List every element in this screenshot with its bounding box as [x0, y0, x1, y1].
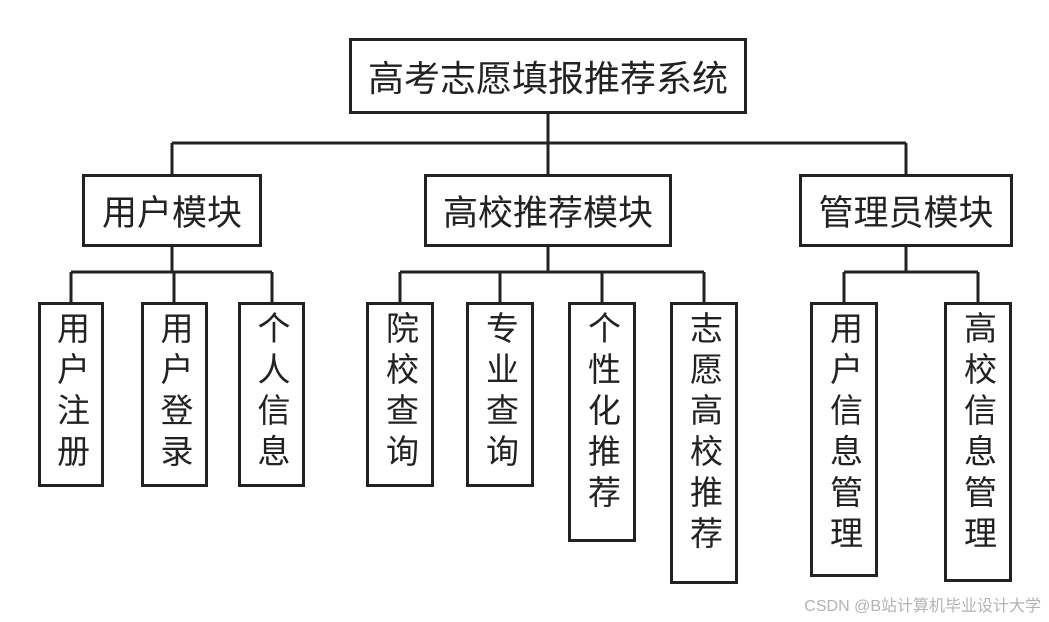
leaf-volunteer-college-recommend: 志愿高校推荐	[670, 302, 738, 584]
leaf-user-register-label: 用户注册	[51, 311, 91, 475]
leaf-personal-info: 个人信息	[238, 302, 305, 487]
root-node: 高考志愿填报推荐系统	[349, 38, 747, 114]
leaf-user-login: 用户登录	[141, 302, 208, 487]
leaf-college-info-manage: 高校信息管理	[944, 302, 1012, 582]
leaf-user-login-label: 用户登录	[155, 311, 194, 475]
leaf-volunteer-college-recommend-label: 志愿高校推荐	[684, 311, 724, 557]
leaf-personal-info-label: 个人信息	[252, 311, 291, 475]
leaf-college-info-manage-label: 高校信息管理	[958, 311, 998, 557]
leaf-college-query-label: 院校查询	[380, 311, 420, 475]
leaf-personalized-recommend-label: 个性化推荐	[582, 311, 622, 516]
leaf-user-register: 用户注册	[38, 302, 104, 487]
leaf-major-query: 专业查询	[466, 302, 534, 487]
leaf-college-query: 院校查询	[366, 302, 434, 487]
module-user: 用户模块	[82, 174, 262, 247]
leaf-personalized-recommend: 个性化推荐	[568, 302, 636, 542]
leaf-user-info-manage: 用户信息管理	[810, 302, 878, 577]
module-college-recommend: 高校推荐模块	[424, 174, 672, 247]
module-college-recommend-label: 高校推荐模块	[442, 194, 653, 234]
leaf-user-info-manage-label: 用户信息管理	[824, 311, 864, 557]
module-admin-label: 管理员模块	[818, 194, 994, 234]
watermark-text: CSDN @B站计算机毕业设计大学	[804, 598, 1041, 615]
module-user-label: 用户模块	[101, 194, 242, 234]
root-label: 高考志愿填报推荐系统	[367, 59, 728, 100]
module-admin: 管理员模块	[799, 174, 1013, 247]
leaf-major-query-label: 专业查询	[480, 311, 520, 475]
